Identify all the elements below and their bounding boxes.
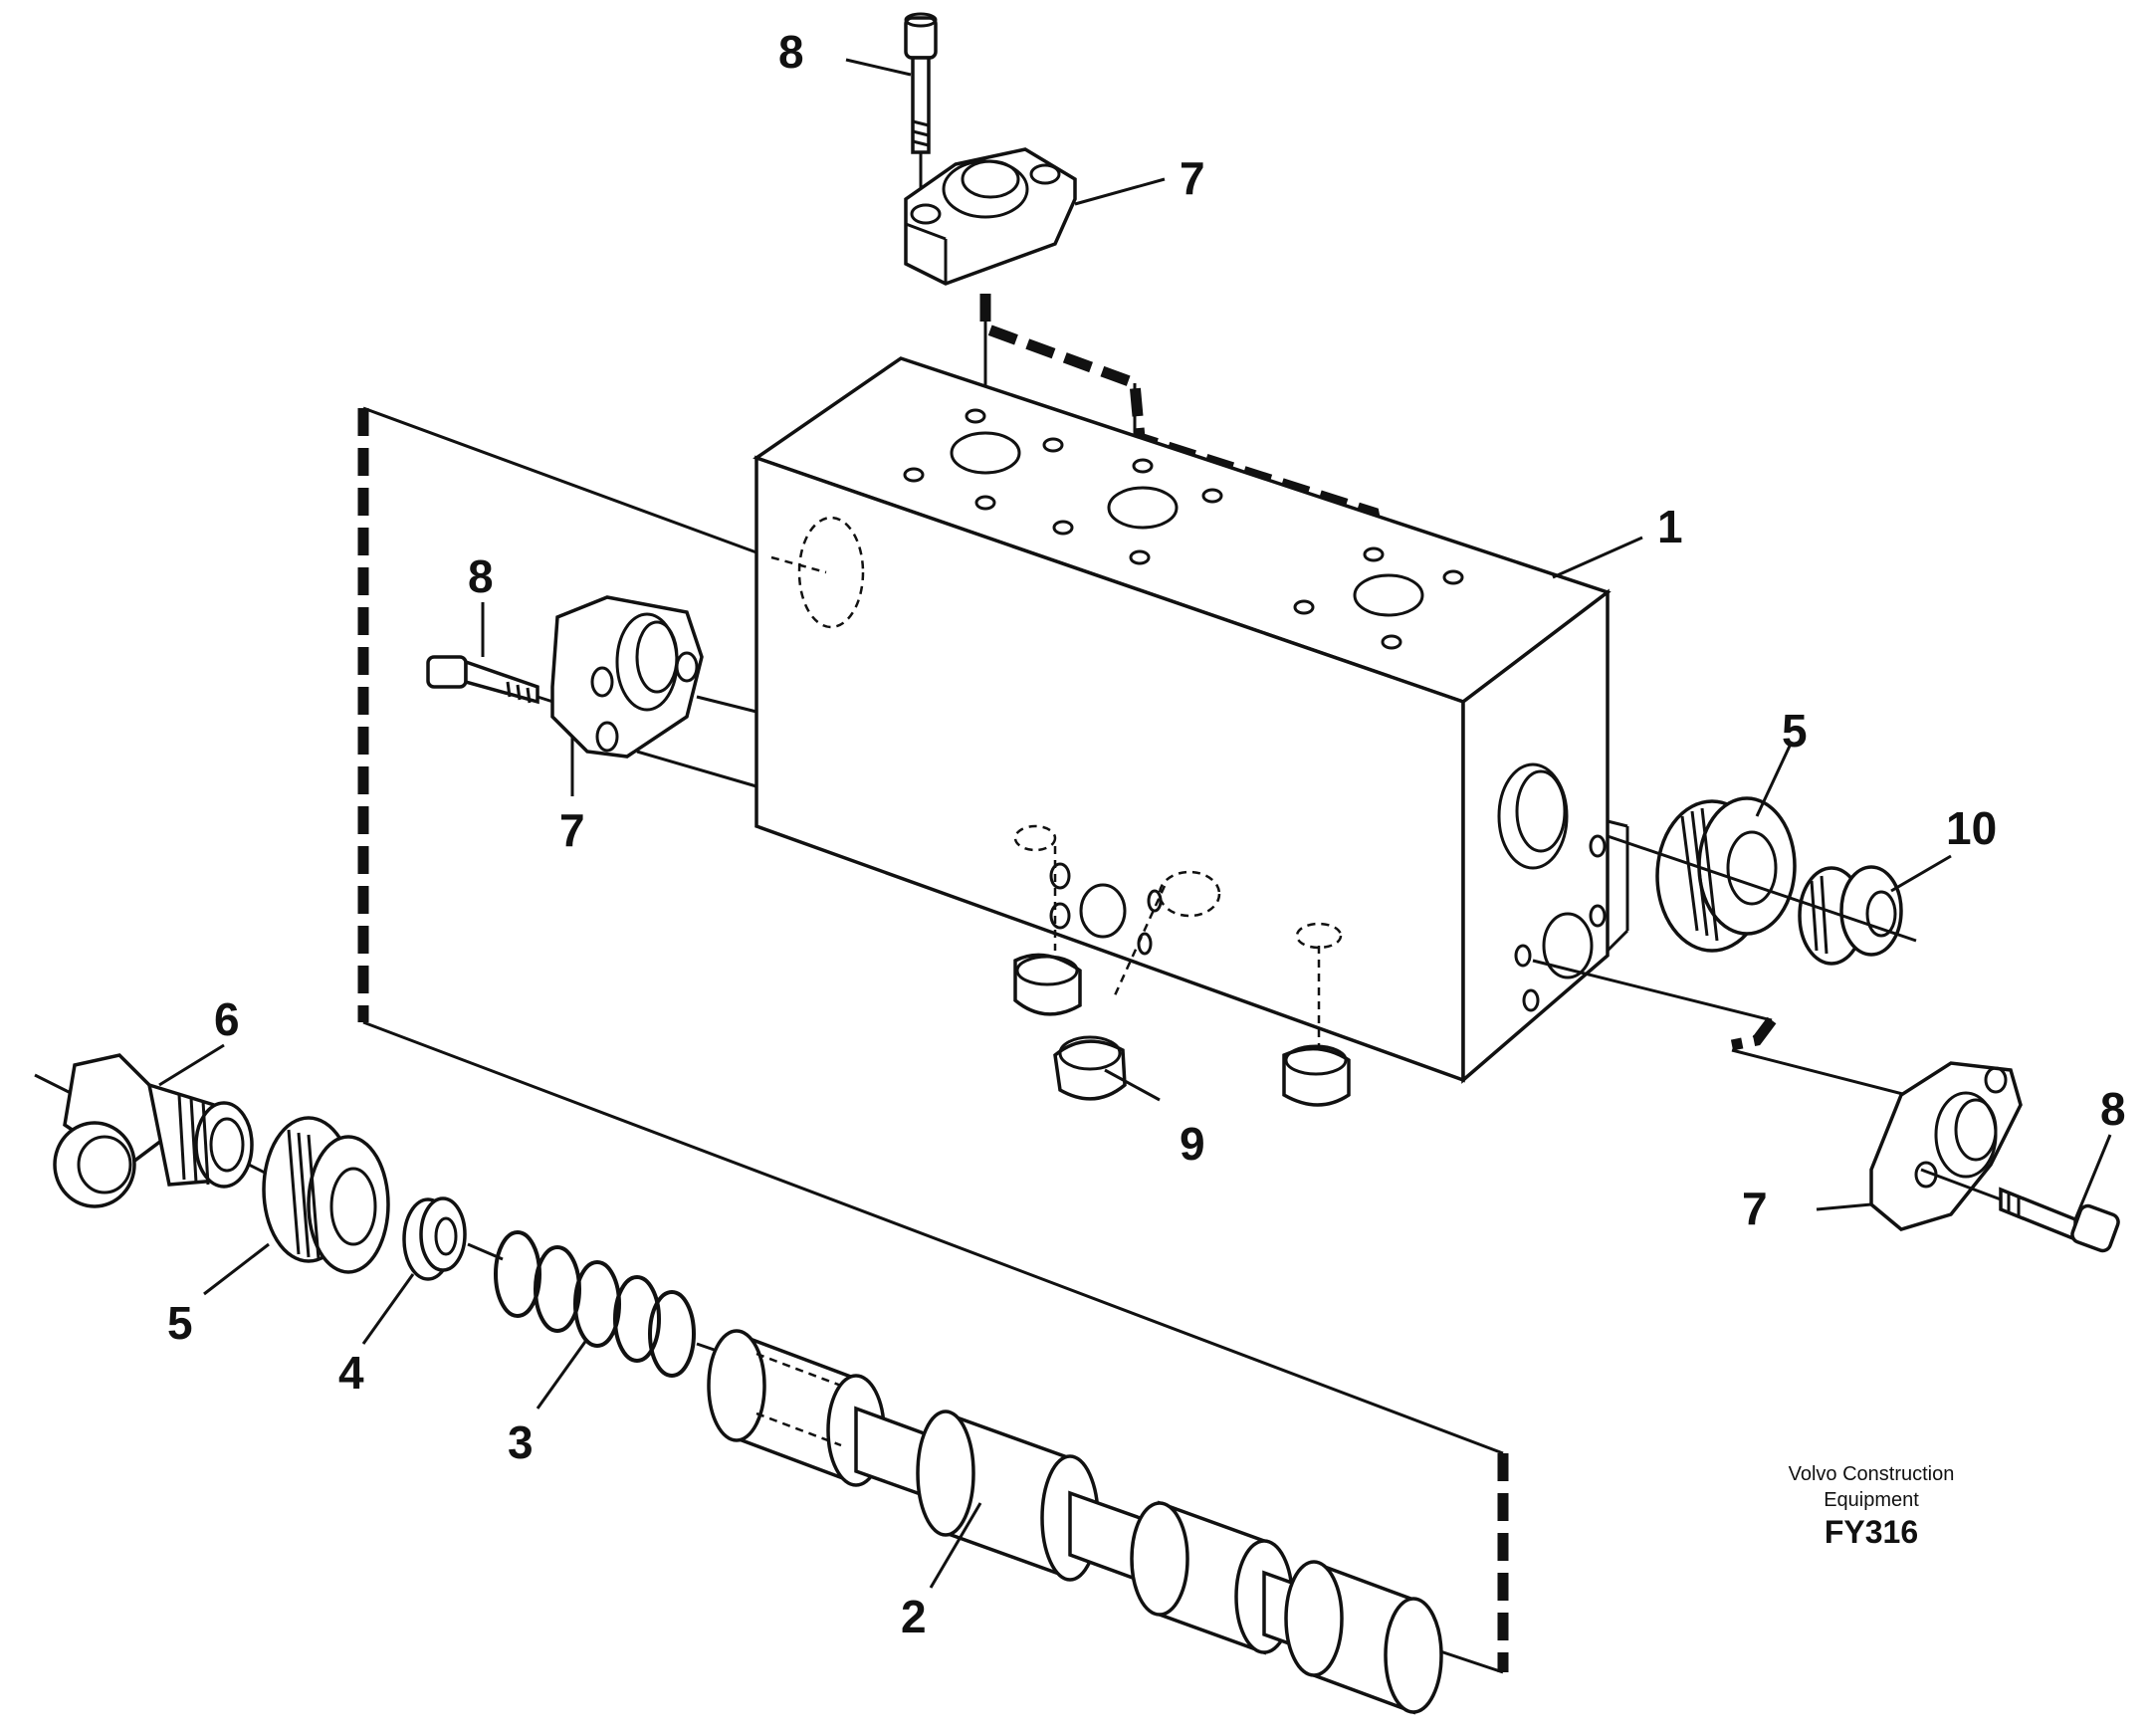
- figure-code: FY316: [1825, 1514, 1918, 1550]
- spool: [707, 1329, 1443, 1715]
- label-spool: 2: [901, 1591, 927, 1642]
- label-right-adapter: 5: [1782, 705, 1808, 757]
- plugs: [1013, 953, 1351, 1107]
- right-bolt: [1920, 1168, 2120, 1253]
- label-right-bolt: 8: [2100, 1083, 2126, 1135]
- spring: [494, 1230, 733, 1378]
- label-right-nipple: 10: [1946, 802, 1997, 854]
- left-bolt: [426, 655, 563, 707]
- label-left-flange: 7: [559, 804, 585, 856]
- washer: [402, 1196, 504, 1281]
- label-valve-block: 1: [1657, 501, 1683, 552]
- tee-fitting: [34, 1053, 254, 1208]
- label-top-bolt: 8: [778, 26, 804, 78]
- label-left-bolt: 8: [468, 550, 494, 602]
- credit-division: Equipment: [1824, 1489, 1919, 1511]
- credit-block: Volvo Construction Equipment FY316: [1789, 1463, 1955, 1550]
- part-labels: 8 7 1 8 7 5 10 9 6 5 4 3 2 7 8: [167, 26, 2126, 1642]
- valve-block: [636, 356, 1629, 1084]
- label-right-flange: 7: [1742, 1183, 1768, 1234]
- right-nipple: [1607, 834, 1917, 966]
- top-bolt: [904, 12, 938, 204]
- label-tee-fitting: 6: [214, 993, 240, 1045]
- right-flange: [1532, 959, 2023, 1231]
- left-adapter: [248, 1116, 390, 1274]
- leader-lines: [158, 58, 2112, 1589]
- credit-company: Volvo Construction: [1789, 1463, 1955, 1485]
- top-flange: [904, 147, 1077, 286]
- right-adapter: [1655, 796, 1797, 953]
- left-flange: [550, 595, 704, 759]
- label-top-flange: 7: [1180, 152, 1205, 204]
- label-left-adapter: 5: [167, 1297, 193, 1349]
- label-washer: 4: [338, 1347, 364, 1399]
- label-plugs: 9: [1180, 1118, 1205, 1170]
- label-spring: 3: [508, 1416, 534, 1468]
